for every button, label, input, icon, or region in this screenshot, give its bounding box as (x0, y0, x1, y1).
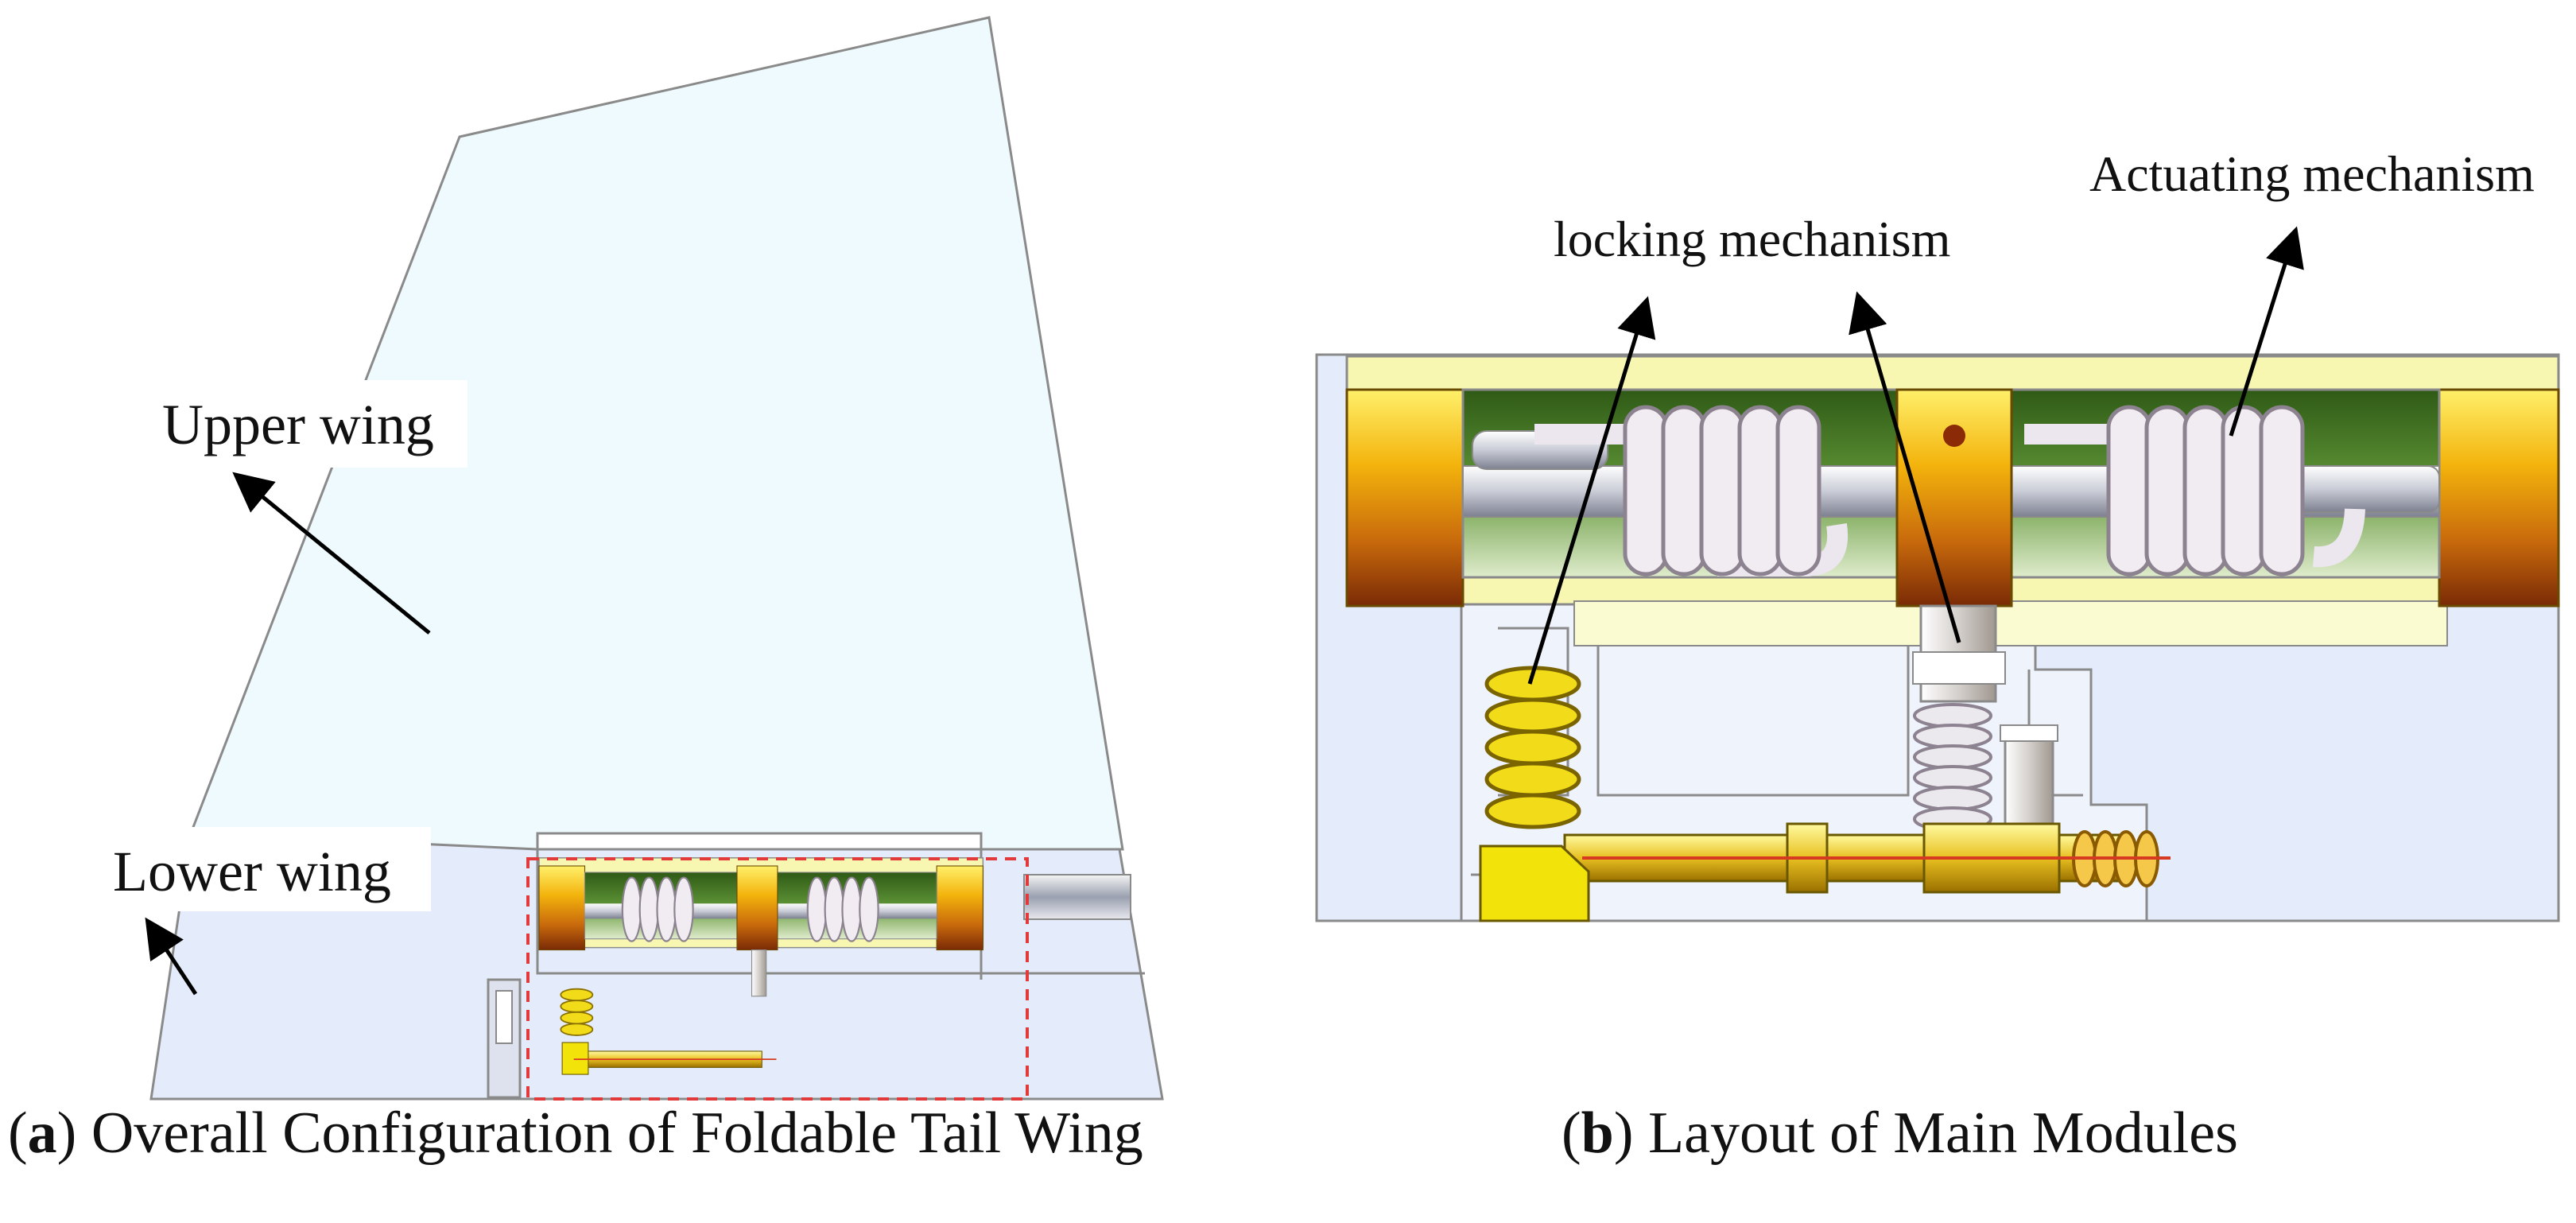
shell-bottom-strip (1573, 600, 2448, 646)
detail-highlight-box (526, 857, 1029, 1101)
stop-pin (2004, 728, 2054, 827)
plunger-guide (1912, 651, 2006, 685)
collar-pin-hole (1943, 425, 1965, 447)
caption-a: (a) Overall Configuration of Foldable Ta… (8, 1101, 1143, 1166)
hinge-shaft-extension (1023, 874, 1131, 920)
caption-b-letter: b (1581, 1101, 1614, 1166)
caption-a-letter: a (27, 1101, 57, 1166)
pin-slot (487, 978, 522, 1099)
hinge-assembly-detail (538, 857, 984, 1075)
right-end-cap (2438, 388, 2560, 608)
right-torsion-spring (2024, 424, 2365, 568)
actuating-mechanism-label: Actuating mechanism (2089, 146, 2535, 202)
lower-wing-label: Lower wing (113, 840, 391, 903)
actuating-arrow (2229, 226, 2304, 437)
locking-hook (1479, 844, 1590, 922)
locking-mechanism-label: locking mechanism (1554, 211, 1950, 267)
caption-b: (b) Layout of Main Modules (1562, 1101, 2238, 1166)
panel-b-main-modules: locking mechanism Actuating mechanism (1315, 146, 2560, 922)
upper-wing-arrow (232, 472, 431, 635)
central-collar (1895, 388, 2013, 608)
right-spring-coils (2106, 405, 2305, 577)
left-end-cap (1345, 388, 1465, 608)
locking-arrow-plunger (1849, 291, 1961, 643)
left-spring-coils (1623, 405, 1821, 577)
panel-a-overall-configuration: Upper wing Lower wing (95, 16, 1164, 1101)
upper-wing-label: Upper wing (162, 393, 434, 456)
caption-b-text: Layout of Main Modules (1647, 1101, 2238, 1166)
locking-arrow-spring (1527, 296, 1656, 685)
return-spring (1484, 666, 1581, 829)
lower-wing-arrow (145, 917, 198, 996)
locking-spring (1913, 703, 1992, 832)
caption-a-text: Overall Configuration of Foldable Tail W… (91, 1101, 1143, 1166)
